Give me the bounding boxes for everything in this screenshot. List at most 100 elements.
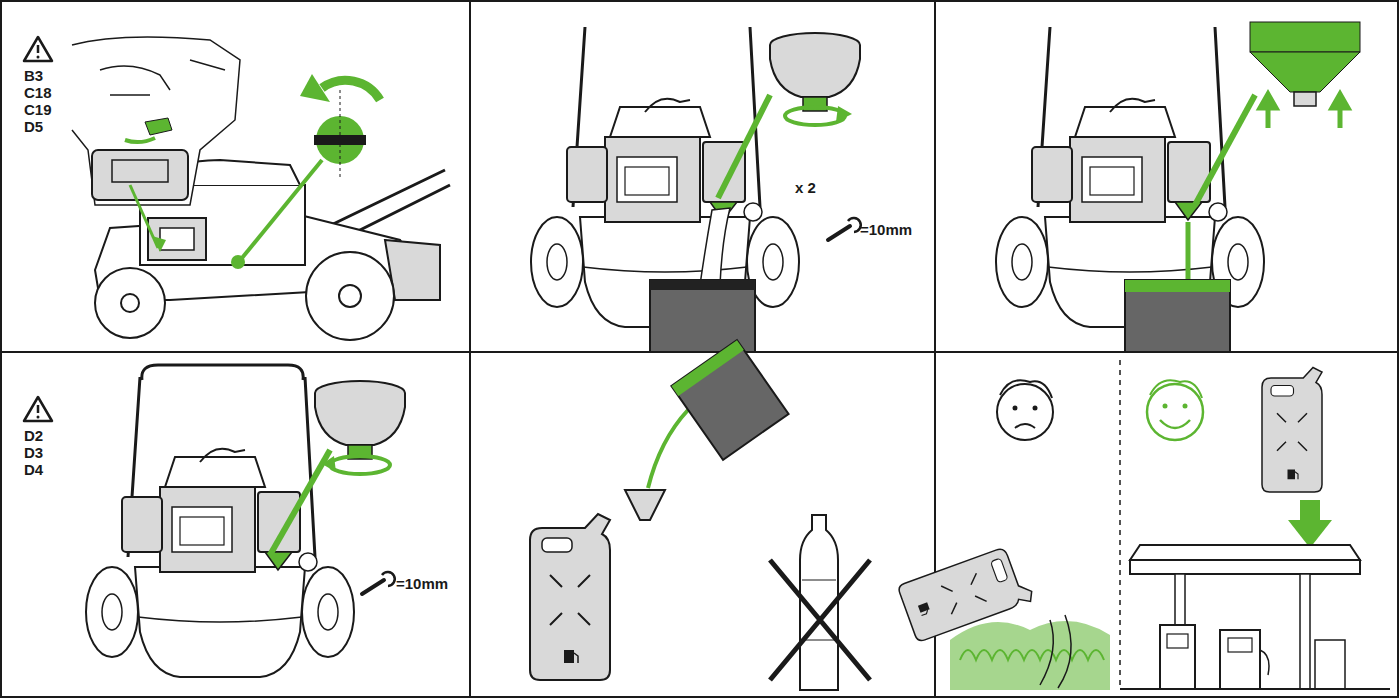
- drawing-part: [112, 160, 168, 182]
- warning-code: C18: [24, 85, 52, 100]
- panel-4-refit-plug: [24, 365, 405, 677]
- warning-code: D4: [24, 462, 43, 477]
- drawing-part: [671, 340, 788, 460]
- drawing-part: [1125, 280, 1230, 292]
- drawing-part: [145, 118, 172, 135]
- drawing-part: [650, 280, 755, 352]
- drawing-part: [531, 27, 799, 327]
- drawing-part: [95, 268, 165, 338]
- drawing-part: [648, 410, 688, 488]
- drawing-part: [1332, 94, 1348, 128]
- drawing-part: [1220, 630, 1260, 689]
- drawing-part: [785, 107, 845, 125]
- drawing-part: [700, 208, 730, 285]
- drawing-part: [1250, 52, 1360, 92]
- drawing-part: [996, 27, 1264, 327]
- drawing-part: [671, 340, 788, 460]
- drawing-part: [86, 377, 354, 677]
- warning-code: B3: [24, 68, 43, 83]
- drawing-part: [339, 285, 361, 307]
- drawing-part: [24, 37, 52, 61]
- drawing-part: [1125, 280, 1230, 352]
- drawing-part: [836, 106, 852, 122]
- drawing-part: [828, 218, 861, 240]
- drawing-part: [1040, 620, 1053, 685]
- repeat-count: x 2: [795, 180, 816, 195]
- warning-code: D5: [24, 119, 43, 134]
- gas-station: [1120, 545, 1390, 689]
- drawing-part: [1160, 625, 1195, 689]
- panel-1-fuel-valve: [24, 37, 450, 340]
- drawing-part: [1167, 634, 1188, 648]
- drawing-part: [306, 252, 394, 340]
- drawing-part: [1300, 574, 1310, 689]
- happy-face: [1147, 380, 1203, 440]
- panel-3-fuel-draining: [996, 22, 1360, 352]
- drawing-part: [1262, 368, 1322, 493]
- drawing-part: [300, 74, 330, 102]
- drawing-part: [72, 37, 240, 205]
- drawing-part: [1300, 500, 1320, 522]
- drawing-part: [625, 490, 665, 520]
- drawing-part: [322, 80, 380, 100]
- warning-code: D3: [24, 445, 43, 460]
- drawing-part: [960, 650, 1104, 660]
- drawing-part: [469, 0, 471, 698]
- sad-face: [997, 380, 1053, 440]
- drawing-part: [1250, 22, 1360, 52]
- drawing-part: [897, 543, 1035, 642]
- drawing-part: [530, 514, 610, 680]
- drawing-part: [148, 218, 206, 260]
- drawing-part: [1315, 640, 1345, 689]
- drawing-part: [125, 138, 155, 142]
- drawing-part: [1163, 404, 1168, 409]
- drawing-part: [1013, 406, 1018, 411]
- drawing-part: [142, 365, 303, 380]
- drawing-part: [1228, 638, 1252, 652]
- panel-6-disposal: [897, 360, 1390, 690]
- drawing-part: [152, 236, 166, 252]
- drawing-part: [340, 90, 341, 180]
- drawing-part: [362, 572, 395, 594]
- drawing-part: [1058, 615, 1071, 688]
- wrench-size: =10mm: [860, 222, 912, 237]
- drawing-part: [1130, 560, 1360, 574]
- drawing-part: [718, 95, 770, 198]
- drawing-part: [1260, 94, 1276, 128]
- drawing-part: [1160, 420, 1190, 428]
- drawing-part: [100, 60, 225, 95]
- drawing-part: [1120, 688, 1390, 690]
- drawing-part: [1033, 406, 1038, 411]
- drawing-part: [1150, 380, 1202, 398]
- panel-2-drain-plug: [531, 27, 861, 352]
- drawing-part: [322, 456, 336, 472]
- drawing-part: [770, 33, 860, 111]
- drawing-part: [24, 397, 52, 421]
- drawing-part: [121, 294, 139, 312]
- drawing-part: [1147, 384, 1203, 440]
- drawing-part: [1195, 95, 1255, 205]
- drawing-part: [1294, 92, 1316, 106]
- drawing-part: [950, 621, 1110, 690]
- drawing-part: [242, 160, 322, 258]
- drawing-part: [1000, 380, 1052, 398]
- drawing-part: [1288, 520, 1332, 548]
- panel-5-pour-into-can: [530, 340, 870, 690]
- drawing-part: [650, 280, 755, 290]
- drawing-part: [92, 150, 188, 200]
- drawing-part: [1130, 545, 1360, 560]
- drawing-part: [1119, 360, 1121, 690]
- drawing-part: [315, 381, 405, 459]
- warning-code: C19: [24, 102, 52, 117]
- drawing-part: [1183, 404, 1188, 409]
- drawing-part: [997, 384, 1053, 440]
- warning-code: D2: [24, 428, 43, 443]
- drawing-part: [671, 340, 743, 396]
- drawing-part: [160, 228, 194, 250]
- drawing-part: [270, 450, 330, 555]
- drawing-part: [1186, 222, 1191, 285]
